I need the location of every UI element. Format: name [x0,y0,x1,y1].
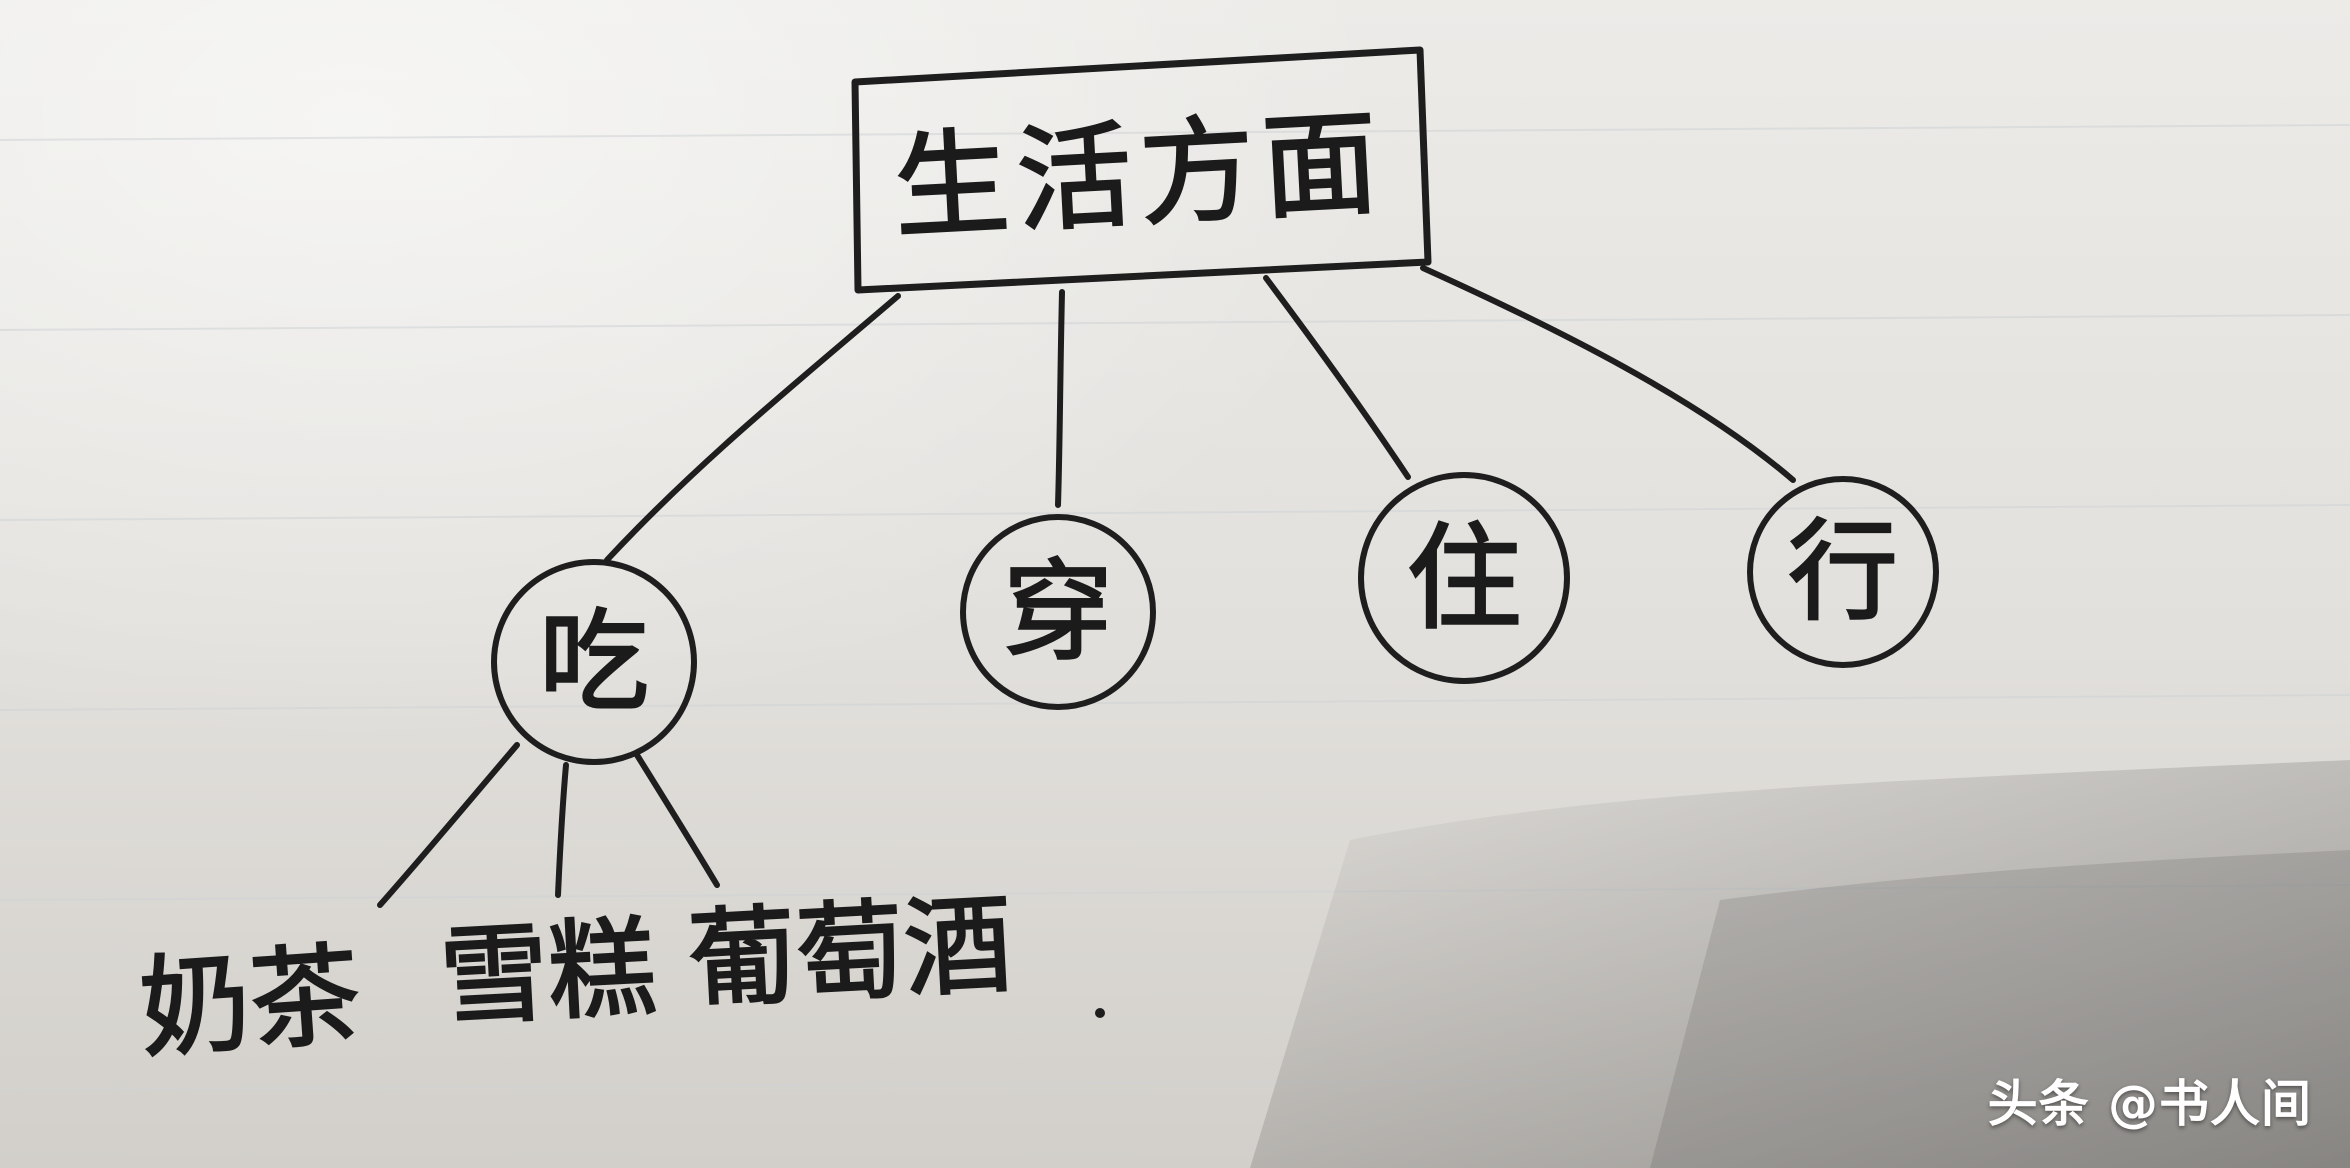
food-item-putaojiu: 葡萄酒 [685,883,1015,1025]
edge-root-xing [1420,265,1796,483]
edge-root-zhu [1263,275,1411,480]
category-label-xing: 行 [1788,508,1898,636]
edge-chi-putaojiu [634,752,720,888]
food-item-naicha: 奶茶 [136,930,364,1073]
circle-xing [1747,476,1939,668]
connector-lines [377,265,1796,908]
circle-zhu [1358,472,1570,684]
edge-root-chuan [1055,289,1065,508]
root-label: 生活方面 [891,96,1389,256]
edge-root-chi [604,293,901,563]
edge-chi-naicha [377,742,520,908]
ink-dot [1095,1008,1105,1018]
circle-chuan [960,514,1156,710]
category-label-chi: 吃 [539,598,649,726]
circle-chi [491,559,697,765]
watermark: 头条 @书人间 [1987,1075,2312,1133]
food-item-xuegao: 雪糕 [437,905,659,1041]
category-label-zhu: 住 [1406,512,1521,646]
category-label-chuan: 穿 [1003,548,1113,676]
root-box [851,46,1432,294]
edge-chi-xuegao [555,762,569,898]
